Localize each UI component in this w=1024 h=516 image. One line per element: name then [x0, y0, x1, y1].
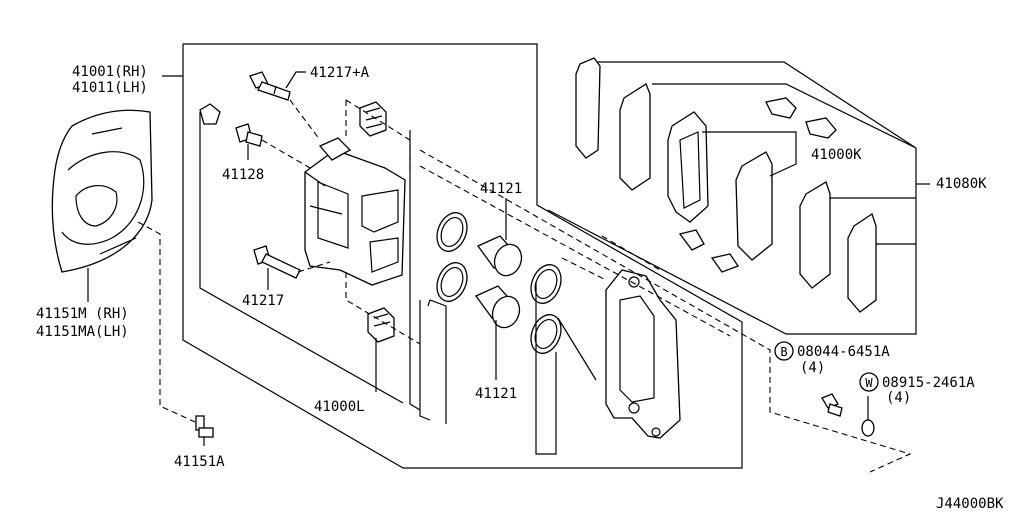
- caliper-body: [304, 137, 406, 286]
- brake-pad-shim-inner-1: [799, 181, 831, 289]
- dash-bracket-3: [419, 165, 731, 337]
- pad-kit-frame-upper: [596, 61, 917, 149]
- lower-boot: [367, 307, 395, 343]
- label-piston-lower: 41121: [475, 386, 517, 402]
- brake-pad-shim-inner-2: [847, 212, 877, 313]
- dust-boot-lower: [530, 314, 562, 354]
- label-caliper-rh: 41001(RH): [72, 64, 148, 80]
- guide-bolt: [253, 245, 301, 279]
- mounting-bracket: [605, 269, 681, 439]
- label-bleeder: 41128: [222, 167, 264, 183]
- label-diagram-code: J44000BK: [936, 496, 1004, 512]
- bolt-marker-b: B: [774, 341, 794, 361]
- dash-bleeder: [261, 139, 311, 169]
- bleeder-screw: [235, 123, 263, 147]
- label-washer-part: 08915-2461A: [882, 375, 975, 391]
- label-caliper-assy: 41000L: [314, 399, 365, 415]
- dash-bracket-bolts: [419, 149, 912, 473]
- brake-pad-shim-outer-2: [619, 83, 651, 191]
- washer-marker-w-text: W: [865, 376, 873, 390]
- pad-clip-4: [710, 253, 739, 273]
- lock-washer: [861, 419, 875, 437]
- label-plate-rh: 41151M (RH): [36, 306, 129, 322]
- pad-clip-2: [805, 117, 837, 139]
- label-caliper-lh: 41011(LH): [72, 80, 148, 96]
- dash-bolt-a: [289, 99, 321, 141]
- guide-bolt-a: [249, 71, 291, 101]
- dash-plate-bolt: [137, 221, 196, 423]
- dash-lower-boot: [345, 272, 421, 345]
- label-pad-set: 41080K: [936, 176, 987, 192]
- label-plate-bolt: 41151A: [174, 454, 225, 470]
- plate-bolt: [195, 415, 214, 446]
- leader-assy-6: [557, 317, 597, 381]
- piston-lower: [475, 285, 521, 329]
- piston-upper: [477, 235, 523, 277]
- backing-plate: [51, 109, 153, 273]
- label-bolt-a: 41217+A: [310, 65, 370, 81]
- label-guide-bolt: 41217: [242, 293, 284, 309]
- dash-bracket-1: [561, 257, 607, 281]
- pad-clip-1: [765, 97, 797, 119]
- dust-cap: [199, 103, 221, 125]
- leader-assy-1: [409, 130, 421, 411]
- caliper-assembly-frame: [182, 43, 743, 469]
- label-bolt-part: 08044-6451A: [797, 344, 890, 360]
- washer-marker-w: W: [859, 372, 879, 392]
- label-washer-qty: (4): [886, 390, 911, 406]
- leader-assy-4: [427, 299, 447, 424]
- bolt-marker-b-text: B: [780, 345, 787, 359]
- pad-kit-frame-lower: [547, 148, 917, 335]
- leader-pad-kit-upper: [702, 131, 797, 177]
- piston-seal-lower: [436, 262, 468, 302]
- upper-boot: [359, 101, 387, 137]
- label-plate-lh: 41151MA(LH): [36, 324, 129, 340]
- piston-seal-upper: [436, 212, 468, 252]
- label-bolt-qty: (4): [800, 360, 825, 376]
- leader-bolt-a: [285, 71, 306, 89]
- bracket-bolt: [821, 393, 843, 417]
- brake-pad-inner: [735, 151, 773, 261]
- dash-guide-bolt: [297, 261, 331, 273]
- brake-pad-outer: [667, 111, 709, 223]
- leader-assy-3: [419, 300, 431, 421]
- dust-boot-upper: [530, 264, 562, 304]
- leader-pad-set-1: [652, 83, 917, 149]
- brake-pad-shim-outer-1: [575, 57, 601, 159]
- pad-clip-3: [678, 229, 705, 251]
- label-pad-kit: 41000K: [811, 147, 862, 163]
- leader-assy-5: [535, 282, 557, 455]
- label-piston-upper: 41121: [480, 181, 522, 197]
